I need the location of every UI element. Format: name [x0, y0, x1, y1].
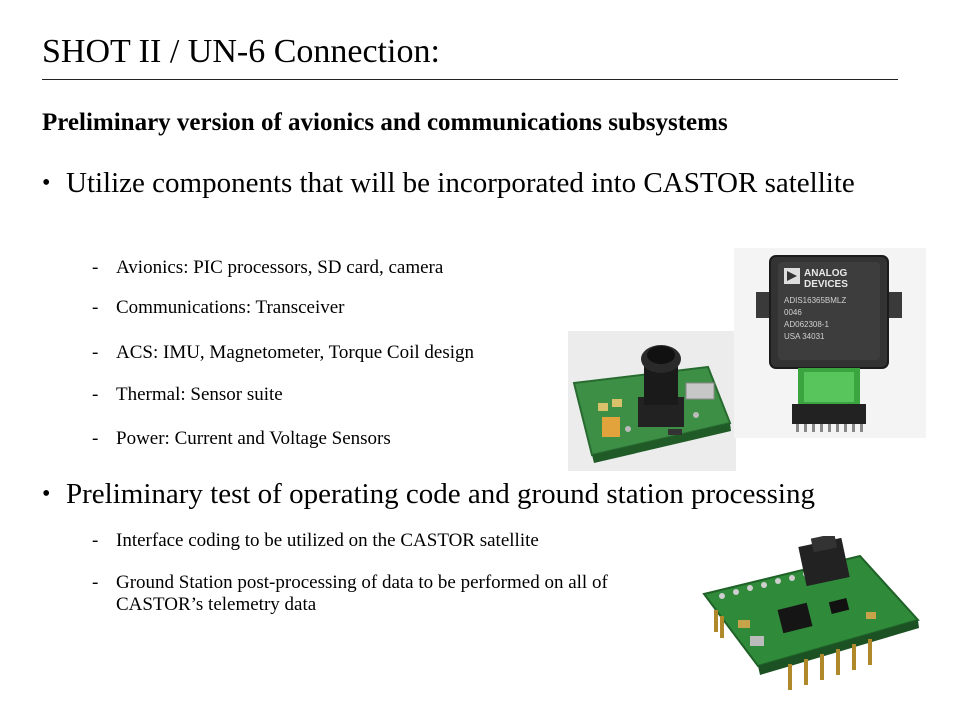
sub-item-text: Ground Station post-processing of data t…: [116, 572, 608, 615]
bullet-1: • Utilize components that will be incorp…: [42, 166, 862, 238]
sub-item-text: Communications: Transceiver: [116, 297, 345, 318]
imu-label-line: USA 34031: [784, 332, 825, 341]
bullet-dot: •: [42, 170, 51, 196]
imu-label-line: ADIS16365BMLZ: [784, 296, 846, 305]
slide-subtitle: Preliminary version of avionics and comm…: [42, 109, 728, 136]
imu-brand-line1: ANALOG: [804, 268, 848, 279]
breakout-board-photo: [690, 536, 930, 712]
camera-module-photo: [568, 331, 736, 471]
dash: -: [92, 530, 99, 551]
sub-item-text: Avionics: PIC processors, SD card, camer…: [116, 257, 444, 278]
sub-item-text: ACS: IMU, Magnetometer, Torque Coil desi…: [116, 342, 474, 363]
dash: -: [92, 342, 99, 363]
bullet-2-text: Preliminary test of operating code and g…: [66, 478, 815, 510]
imu-label-line: 0046: [784, 308, 802, 317]
imu-image: ANALOG DEVICES ADIS16365BMLZ 0046 AD0623…: [734, 248, 926, 438]
imu-photo: ANALOG DEVICES ADIS16365BMLZ 0046 AD0623…: [734, 248, 926, 438]
camera-module-image: [568, 331, 736, 471]
dash: -: [92, 297, 99, 318]
dash: -: [92, 428, 99, 449]
sub-item-text: Thermal: Sensor suite: [116, 384, 283, 405]
bullet-dot: •: [42, 481, 51, 507]
slide-title: SHOT II / UN-6 Connection:: [42, 33, 440, 70]
imu-label-line: AD062308-1: [784, 320, 829, 329]
dash: -: [92, 257, 99, 278]
title-divider: [42, 79, 898, 80]
sub-item-text: Interface coding to be utilized on the C…: [116, 530, 539, 551]
dash: -: [92, 384, 99, 405]
bullet-1-text: Utilize components that will be incorpor…: [66, 167, 855, 199]
breakout-board-image: [690, 536, 930, 712]
sub-item-text: Power: Current and Voltage Sensors: [116, 428, 391, 449]
imu-brand-line2: DEVICES: [804, 279, 848, 290]
bullet-2: • Preliminary test of operating code and…: [42, 477, 922, 513]
dash: -: [92, 572, 99, 593]
